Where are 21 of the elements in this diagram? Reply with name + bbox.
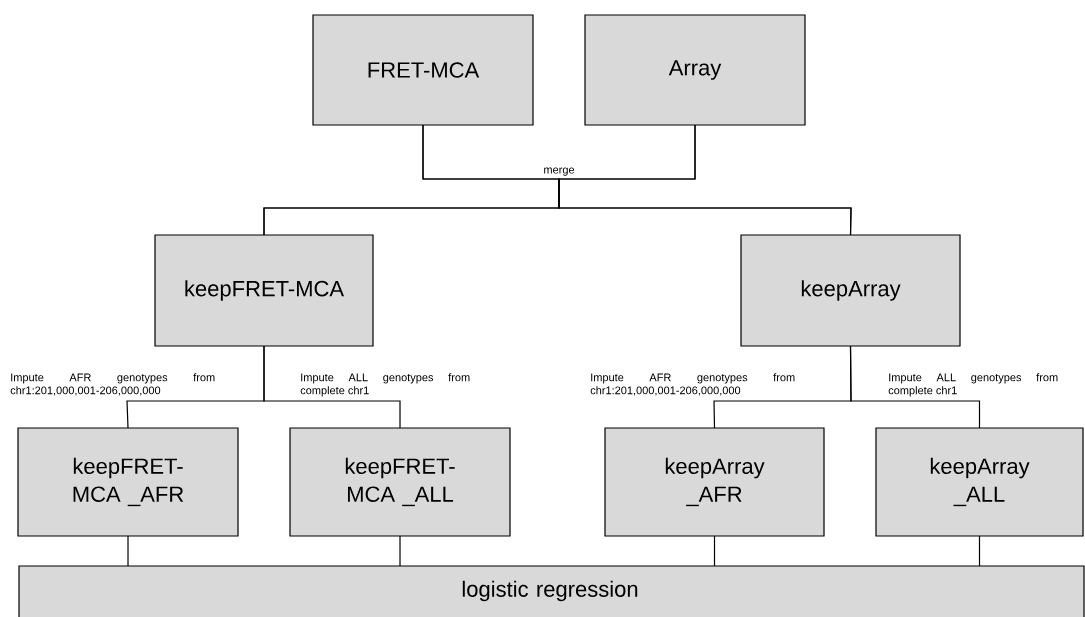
connector-line [849, 345, 981, 429]
process-box: Array [584, 14, 806, 126]
connector-line [978, 535, 981, 567]
process-box: FRET-MCA [312, 14, 534, 126]
process-box: keepArray [740, 234, 961, 347]
edge-label: Impute AFR genotypes from chr1:201,000,001-206,000,000 [590, 373, 795, 396]
process-box: keepArray _ALL [875, 427, 1084, 537]
process-box: keepArray _AFR [604, 427, 825, 537]
edge-label: Impute ALL genotypes from complete chr1 [888, 373, 1058, 397]
process-box: keepFRET-MCA _ALL [289, 427, 511, 537]
process-box: keepFRET-MCA [154, 234, 374, 347]
connector-line [713, 535, 716, 567]
connector-line [558, 124, 852, 236]
edge-label: Impute ALL genotypes from complete chr1 [300, 373, 470, 397]
connector-line [399, 535, 401, 567]
process-box: logistic regression [18, 565, 1085, 617]
edge-label: Impute AFR genotypes from chr1:201,000,001-206,000,000 [10, 373, 215, 396]
process-box: keepFRET-MCA _AFR [17, 427, 239, 537]
annotation-text: merge [544, 167, 575, 176]
connector-line [263, 345, 401, 429]
connector-line [127, 535, 129, 567]
